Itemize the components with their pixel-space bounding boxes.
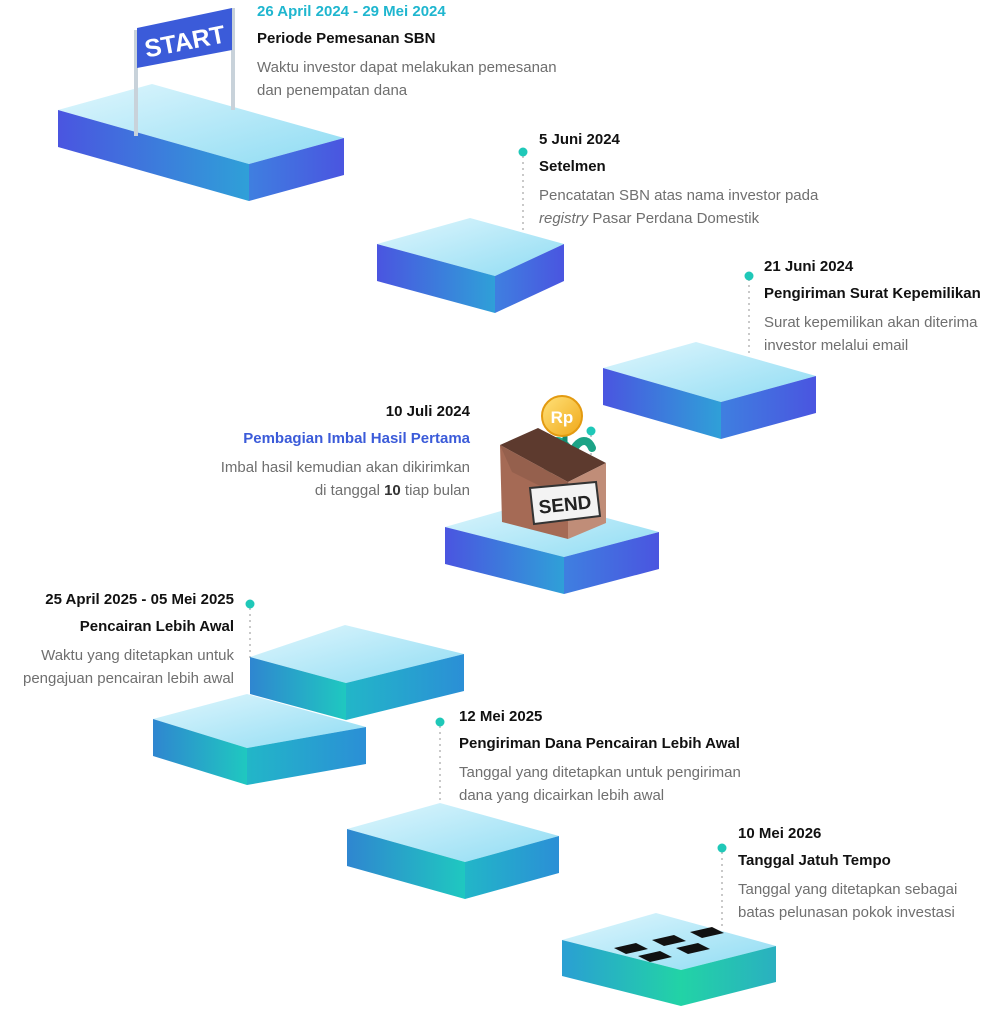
platform-surat	[603, 342, 816, 439]
milestone-7-desc: Tanggal yang ditetapkan sebagai batas pe…	[738, 881, 958, 921]
milestone-1-title: Periode Pemesanan SBN	[257, 30, 436, 47]
send-box: Rp SEND	[500, 395, 606, 539]
milestone-4-title: Pembagian Imbal Hasil Pertama	[243, 430, 470, 447]
milestone-6: 12 Mei 2025 Pengiriman Dana Pencairan Le…	[459, 707, 819, 807]
milestone-3-title: Pengiriman Surat Kepemilikan	[764, 285, 981, 302]
milestone-2-title: Setelmen	[539, 158, 606, 175]
finish-checker	[614, 927, 724, 962]
coin-icon	[541, 395, 583, 437]
platform-pengiriman-dana	[347, 803, 559, 899]
platform-pencairan-upper	[250, 625, 464, 720]
milestone-5-title: Pencairan Lebih Awal	[79, 618, 234, 635]
milestone-5-date: 25 April 2025 - 05 Mei 2025	[45, 591, 234, 608]
milestone-1-date: 26 April 2024 - 29 Mei 2024	[257, 3, 446, 20]
milestone-5-desc: Waktu yang ditetapkan untuk pengajuan pe…	[23, 647, 234, 687]
milestone-4-date: 10 Juli 2024	[385, 403, 470, 420]
milestone-6-date: 12 Mei 2025	[459, 708, 543, 725]
platform-pencairan-lower	[153, 694, 366, 785]
milestone-4: 10 Juli 2024 Pembagian Imbal Hasil Perta…	[150, 402, 470, 502]
milestone-dots	[245, 147, 754, 853]
platform-setelmen	[377, 218, 564, 313]
milestone-3-desc: Surat kepemilikan akan diterima investor…	[764, 314, 978, 354]
milestone-7-date: 10 Mei 2026	[738, 825, 822, 842]
milestone-2-date: 5 Juni 2024	[539, 131, 620, 148]
platform-start	[58, 84, 344, 201]
milestone-4-desc: Imbal hasil kemudian akan dikirimkan di …	[220, 459, 470, 499]
platform-jatuh-tempo	[562, 913, 776, 1006]
milestone-2-desc: Pencatatan SBN atas nama investor pada r…	[539, 187, 819, 227]
milestone-2: 5 Juni 2024 Setelmen Pencatatan SBN atas…	[539, 130, 869, 230]
milestone-5: 25 April 2025 - 05 Mei 2025 Pencairan Le…	[0, 590, 234, 690]
milestone-6-title: Pengiriman Dana Pencairan Lebih Awal	[459, 735, 740, 752]
milestone-6-desc: Tanggal yang ditetapkan untuk pengiriman…	[459, 764, 741, 804]
milestone-7: 10 Mei 2026 Tanggal Jatuh Tempo Tanggal …	[738, 824, 996, 924]
milestone-3: 21 Juni 2024 Pengiriman Surat Kepemilika…	[764, 257, 1000, 357]
milestone-3-date: 21 Juni 2024	[764, 258, 854, 275]
milestone-1: 26 April 2024 - 29 Mei 2024 Periode Peme…	[257, 2, 617, 102]
coin-text: Rp	[551, 408, 574, 427]
milestone-7-title: Tanggal Jatuh Tempo	[738, 852, 891, 869]
milestone-1-desc: Waktu investor dapat melakukan pemesanan…	[257, 59, 557, 99]
